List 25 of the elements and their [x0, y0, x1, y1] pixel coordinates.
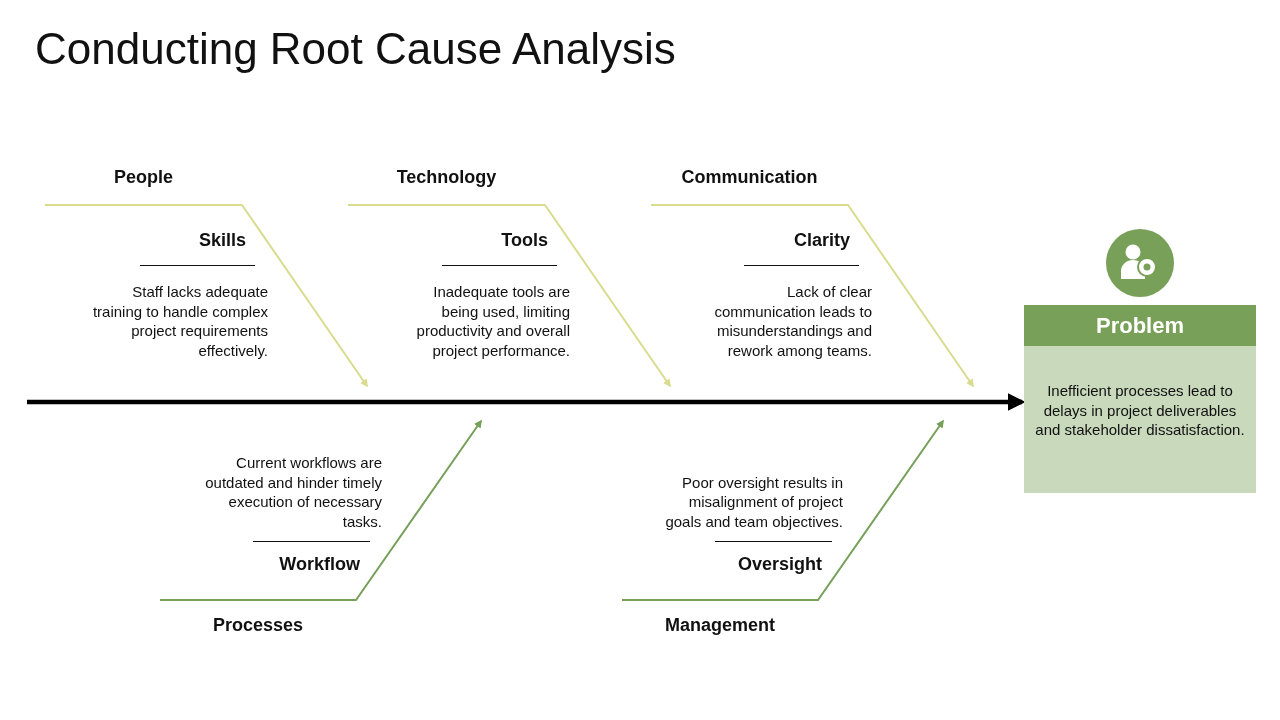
arrow [650, 204, 974, 388]
arrow [621, 419, 944, 601]
category-label: Management [622, 600, 818, 640]
cause-description: Poor oversight results in misalignment of project goals and team objectives. [664, 472, 843, 531]
cause-heading: Oversight [737, 554, 822, 575]
cause-heading: Clarity [793, 230, 850, 251]
cause-heading: Skills [198, 230, 246, 251]
category-label: Communication [651, 165, 848, 205]
title: Conducting Root Cause Analysis [35, 24, 676, 74]
card-text: Inefficient processes lead to delays in project deliverables and stakeholder dissatisfaction. [1034, 381, 1246, 440]
arrow [27, 393, 1026, 411]
arrow [347, 204, 671, 388]
arrow [159, 419, 482, 601]
cause-heading: Tools [501, 230, 548, 251]
arrow [44, 204, 368, 388]
cause-description: Inadequate tools are being used, limiting productivity and overall project performance. [415, 282, 570, 360]
problem-card [1024, 305, 1256, 493]
cause-description: Lack of clear communication leads to misunderstandings and rework among teams. [713, 282, 872, 360]
cause-description: Current workflows are outdated and hinder timely execution of necessary tasks. [204, 453, 382, 531]
cause-description: Staff lacks adequate training to handle complex project requirements effectively. [91, 282, 268, 360]
category-label: People [45, 165, 242, 205]
category-label: Processes [160, 600, 356, 640]
category-label: Technology [348, 165, 545, 205]
cause-heading: Workflow [279, 554, 360, 575]
card-header: Problem [1024, 305, 1256, 346]
